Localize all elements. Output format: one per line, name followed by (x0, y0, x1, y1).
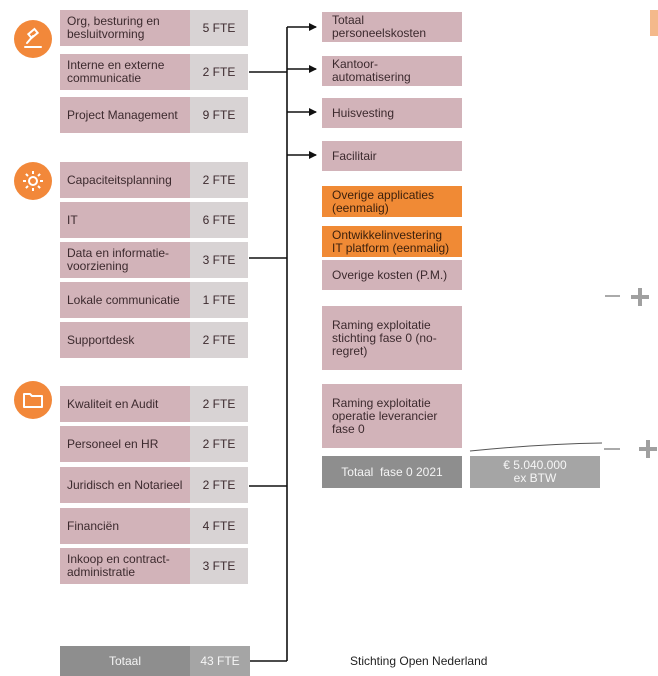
unit-label: Personeel en HR (60, 426, 190, 462)
unit-label: Interne en externe communicatie (60, 54, 190, 90)
unit-fte: 2 FTE (190, 467, 248, 503)
summary-amount-value: € 5.040.000 (503, 458, 567, 472)
cost-raming-stichting: Raming exploitatie stichting fase 0 (no-… (322, 306, 462, 370)
footer-organization: Stichting Open Nederland (350, 654, 488, 668)
total-fte: 43 FTE (190, 646, 250, 676)
summary-amount-unit: ex BTW (513, 471, 557, 485)
unit-label: Financiën (60, 508, 190, 544)
cost-ontwikkelinvestering: Ontwikkelinvestering IT platform (eenmal… (322, 226, 462, 257)
unit-label: Project Management (60, 97, 190, 133)
unit-fte: 3 FTE (190, 548, 248, 584)
unit-fte: 3 FTE (190, 242, 248, 278)
total-label: Totaal (60, 646, 190, 676)
gear-icon (14, 162, 52, 200)
unit-fte: 9 FTE (190, 97, 248, 133)
unit-fte: 2 FTE (190, 162, 248, 198)
gavel-icon (14, 20, 52, 58)
unit-fte: 2 FTE (190, 322, 248, 358)
cost-huisvesting: Huisvesting (322, 98, 462, 128)
unit-fte: 4 FTE (190, 508, 248, 544)
unit-label: Capaciteitsplanning (60, 162, 190, 198)
unit-label: Juridisch en Notarieel (60, 467, 190, 503)
unit-label: Supportdesk (60, 322, 190, 358)
unit-fte: 6 FTE (190, 202, 248, 238)
edge-accent (650, 10, 658, 36)
cost-facilitair: Facilitair (322, 141, 462, 171)
unit-label: Org, besturing en besluitvorming (60, 10, 190, 46)
unit-label: Data en informatie-voorziening (60, 242, 190, 278)
unit-fte: 1 FTE (190, 282, 248, 318)
sum-line (469, 442, 603, 452)
unit-label: Lokale communicatie (60, 282, 190, 318)
cost-overige-kosten: Overige kosten (P.M.) (322, 260, 462, 290)
unit-fte: 2 FTE (190, 426, 248, 462)
unit-label: Kwaliteit en Audit (60, 386, 190, 422)
cost-overige-applicaties: Overige applicaties (eenmalig) (322, 186, 462, 217)
cost-kantoorautomatisering: Kantoor-automatisering (322, 56, 462, 86)
summary-amount: € 5.040.000 ex BTW (470, 456, 600, 488)
unit-fte: 2 FTE (190, 54, 248, 90)
unit-label: IT (60, 202, 190, 238)
unit-fte: 5 FTE (190, 10, 248, 46)
unit-label: Inkoop en contract-administratie (60, 548, 190, 584)
unit-fte: 2 FTE (190, 386, 248, 422)
folder-icon (14, 381, 52, 419)
cost-personeelskosten: Totaal personeelskosten (322, 12, 462, 42)
summary-label: Totaal fase 0 2021 (322, 456, 462, 488)
cost-raming-leverancier: Raming exploitatie operatie leverancier … (322, 384, 462, 448)
